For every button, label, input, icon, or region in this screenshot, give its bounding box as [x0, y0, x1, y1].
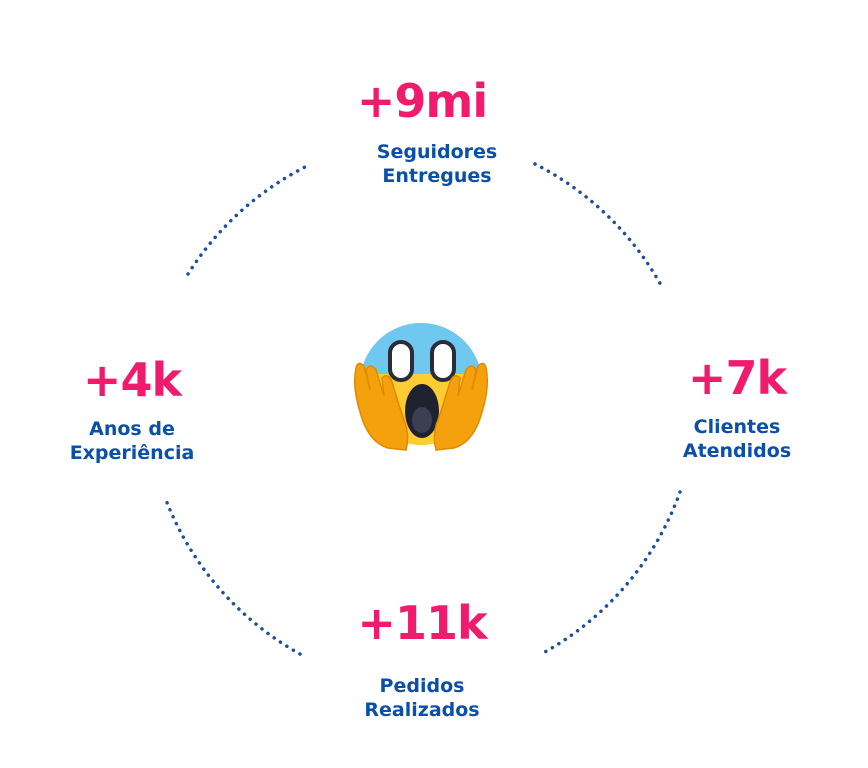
stat-value: +7k	[687, 351, 787, 405]
stat-value: +9mi	[356, 74, 488, 128]
arc-top-right	[533, 162, 664, 289]
stat-label-line: Realizados	[364, 699, 480, 721]
stat-clients-served: +7k Clientes Atendidos	[627, 355, 847, 463]
arc-bottom-right	[543, 490, 682, 654]
stat-orders-completed: +11k Pedidos Realizados	[312, 600, 532, 722]
stat-label-line: Clientes	[693, 416, 781, 438]
stat-label-line: Experiência	[69, 442, 195, 464]
arc-top-left	[186, 164, 309, 276]
stat-label-line: Entregues	[382, 165, 492, 187]
stat-label: Seguidores Entregues	[312, 140, 532, 188]
stat-label: Pedidos Realizados	[312, 674, 532, 722]
stat-label-line: Seguidores	[376, 141, 498, 163]
stat-label: Anos de Experiência	[22, 417, 242, 465]
stat-label-line: Pedidos	[379, 675, 465, 697]
arc-bottom-left	[164, 498, 302, 656]
screaming-face-emoji-icon	[353, 323, 489, 451]
stat-value: +11k	[357, 596, 487, 650]
stat-label: Clientes Atendidos	[627, 415, 847, 463]
stat-years-experience: +4k Anos de Experiência	[22, 357, 242, 465]
stat-value: +4k	[82, 353, 182, 407]
stat-followers-delivered: +9mi Seguidores Entregues	[312, 78, 532, 188]
stat-label-line: Anos de	[89, 418, 175, 440]
stat-label-line: Atendidos	[682, 440, 792, 462]
